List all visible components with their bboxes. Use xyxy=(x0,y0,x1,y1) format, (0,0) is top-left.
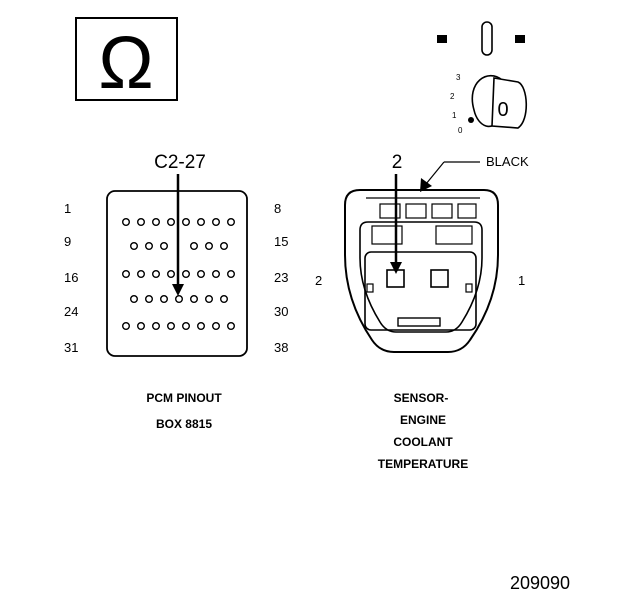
sensor-key-right xyxy=(465,283,473,293)
pcm-right-label-23: 23 xyxy=(274,270,288,285)
sensor-terminal-1 xyxy=(430,269,449,288)
pcm-pin-hole xyxy=(151,217,160,226)
sensor-callout-label: 2 xyxy=(392,152,403,173)
ignition-switch-symbol: 0 3 2 1 0 xyxy=(437,21,528,135)
pcm-pin-hole xyxy=(166,270,175,279)
pcm-pin-hole xyxy=(211,270,220,279)
pcm-pin-hole xyxy=(121,322,130,331)
sensor-callout-arrowhead xyxy=(390,262,402,274)
pcm-left-label-9: 9 xyxy=(64,234,71,249)
sensor-caption-line4: TEMPERATURE xyxy=(378,457,468,471)
pcm-pin-hole xyxy=(226,322,235,331)
key-body xyxy=(491,77,528,129)
pcm-pin-hole xyxy=(151,322,160,331)
pcm-pin-hole xyxy=(219,295,228,304)
switch-pos-3: 3 xyxy=(456,73,461,82)
pcm-pin-hole xyxy=(121,270,130,279)
sensor-rib-5 xyxy=(371,225,403,245)
pcm-right-label-8: 8 xyxy=(274,201,281,216)
pcm-callout-arrowhead xyxy=(172,284,184,296)
sensor-connector-inner xyxy=(359,221,483,333)
pcm-left-label-24: 24 xyxy=(64,304,78,319)
sensor-rib-4 xyxy=(457,203,477,219)
pcm-pin-hole xyxy=(144,295,153,304)
pcm-pin-hole xyxy=(196,270,205,279)
pcm-pin-hole xyxy=(226,217,235,226)
sensor-pin-label-2: 2 xyxy=(315,273,322,288)
sensor-connector-outer xyxy=(344,189,499,353)
pcm-pin-hole xyxy=(181,270,190,279)
pcm-pin-hole xyxy=(136,322,145,331)
pcm-pin-hole xyxy=(226,270,235,279)
pcm-pin-hole xyxy=(204,295,213,304)
switch-pos-2: 2 xyxy=(450,92,455,101)
pcm-pin-hole xyxy=(181,322,190,331)
sensor-caption-line2: ENGINE xyxy=(400,413,446,427)
sensor-caption-line1: SENSOR- xyxy=(394,391,449,405)
sensor-pin-label-1: 1 xyxy=(518,273,525,288)
switch-dot-right xyxy=(515,35,525,43)
pcm-pin-hole xyxy=(196,322,205,331)
pcm-pin-hole xyxy=(189,295,198,304)
pcm-callout-label: C2-27 xyxy=(154,152,206,173)
pcm-pin-hole xyxy=(174,295,183,304)
pcm-pin-hole xyxy=(144,241,153,250)
black-wire-label: BLACK xyxy=(486,154,529,169)
pcm-caption-line1: PCM PINOUT xyxy=(146,391,222,405)
key-pointer-dot xyxy=(468,117,474,123)
sensor-rib-3 xyxy=(431,203,453,219)
pcm-pin-hole xyxy=(181,217,190,226)
switch-slot xyxy=(481,21,493,56)
pcm-pin-hole xyxy=(166,217,175,226)
pcm-pin-hole xyxy=(159,295,168,304)
sensor-caption-line3: COOLANT xyxy=(393,435,453,449)
sensor-key-left xyxy=(366,283,374,293)
sensor-terminal-cavity xyxy=(364,251,477,331)
pcm-connector: C2-27 1 9 16 24 31 8 15 23 30 38 PCM PIN… xyxy=(64,152,288,431)
pcm-pin-hole xyxy=(159,241,168,250)
pcm-pin-hole xyxy=(136,217,145,226)
pcm-pin-hole xyxy=(129,241,138,250)
sensor-rib-2 xyxy=(405,203,427,219)
pcm-pin-hole xyxy=(166,322,175,331)
switch-dot-left xyxy=(437,35,447,43)
sensor-rib-6 xyxy=(435,225,473,245)
switch-pos-1: 1 xyxy=(452,111,457,120)
pcm-pin-hole xyxy=(189,241,198,250)
switch-pos-0: 0 xyxy=(458,126,463,135)
pcm-left-label-31: 31 xyxy=(64,340,78,355)
pcm-pin-hole xyxy=(219,241,228,250)
ohmmeter-symbol: Ω xyxy=(75,17,178,104)
pcm-pin-hole xyxy=(204,241,213,250)
ohm-symbol-icon: Ω xyxy=(98,21,153,104)
pcm-pin-grid xyxy=(121,217,235,331)
pcm-left-label-16: 16 xyxy=(64,270,78,285)
pcm-caption-line2: BOX 8815 xyxy=(156,417,212,431)
black-wire-leader-angle xyxy=(425,161,445,185)
sensor-lock-tab xyxy=(397,317,441,327)
pcm-pin-hole xyxy=(129,295,138,304)
key-position-label: 0 xyxy=(497,99,508,121)
pcm-pin-hole xyxy=(211,217,220,226)
pcm-pin-hole xyxy=(211,322,220,331)
pcm-left-label-1: 1 xyxy=(64,201,71,216)
figure-number: 209090 xyxy=(510,573,570,593)
pcm-pin-hole xyxy=(196,217,205,226)
sensor-connector: 2 BLACK 2 1 SENSOR- ENGINE COOLANT TEMPE… xyxy=(315,152,529,471)
pcm-pin-hole xyxy=(121,217,130,226)
sensor-rib-1 xyxy=(379,203,401,219)
pcm-right-label-15: 15 xyxy=(274,234,288,249)
pcm-right-label-30: 30 xyxy=(274,304,288,319)
pcm-pin-hole xyxy=(136,270,145,279)
pcm-pin-hole xyxy=(151,270,160,279)
black-wire-arrowhead xyxy=(420,178,432,192)
pcm-right-label-38: 38 xyxy=(274,340,288,355)
